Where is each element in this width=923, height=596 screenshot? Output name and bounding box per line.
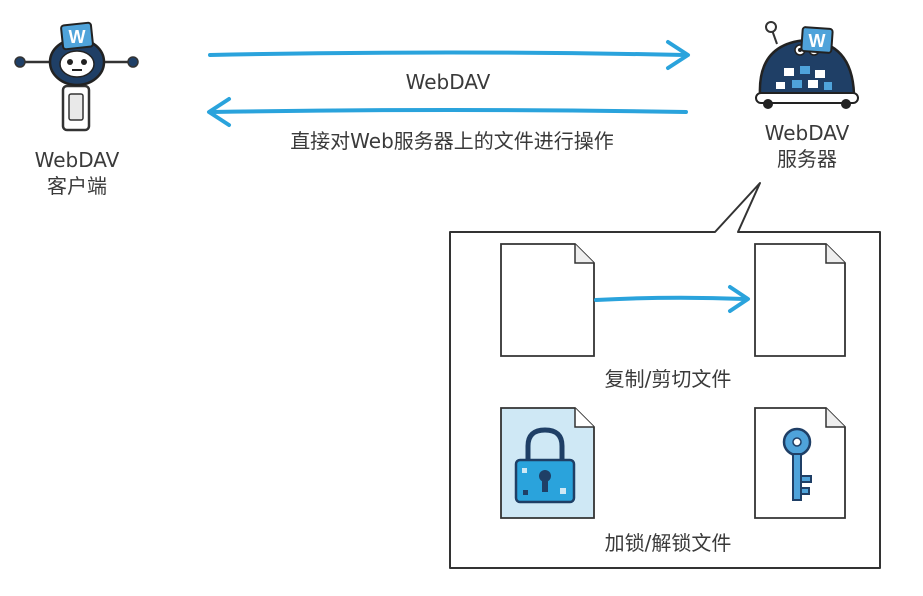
server-label: WebDAV 服务器: [747, 120, 867, 172]
client-label-line1: WebDAV: [34, 148, 120, 172]
response-arrow: [207, 97, 688, 127]
request-arrow: [208, 40, 690, 70]
client-label-line2: 客户端: [47, 174, 107, 198]
document-icon-destination: [754, 243, 846, 357]
lock-unlock-label: 加锁/解锁文件: [604, 531, 732, 555]
bottom-arrow-label: 直接对Web服务器上的文件进行操作: [290, 129, 614, 153]
robot-client-icon: [14, 21, 139, 132]
client-badge-letter: W: [69, 27, 86, 47]
copy-cut-label: 复制/剪切文件: [604, 367, 732, 391]
top-arrow-label: WebDAV: [405, 70, 491, 94]
server-badge-letter: W: [809, 31, 826, 51]
client-label: WebDAV 客户端: [17, 147, 137, 199]
copy-arrow: [594, 285, 750, 313]
key-icon: [782, 427, 812, 501]
robot-server-icon: [755, 21, 859, 109]
document-icon-source: [500, 243, 595, 357]
server-label-line2: 服务器: [777, 147, 837, 171]
padlock-icon: [514, 427, 576, 504]
server-label-line1: WebDAV: [764, 121, 850, 145]
